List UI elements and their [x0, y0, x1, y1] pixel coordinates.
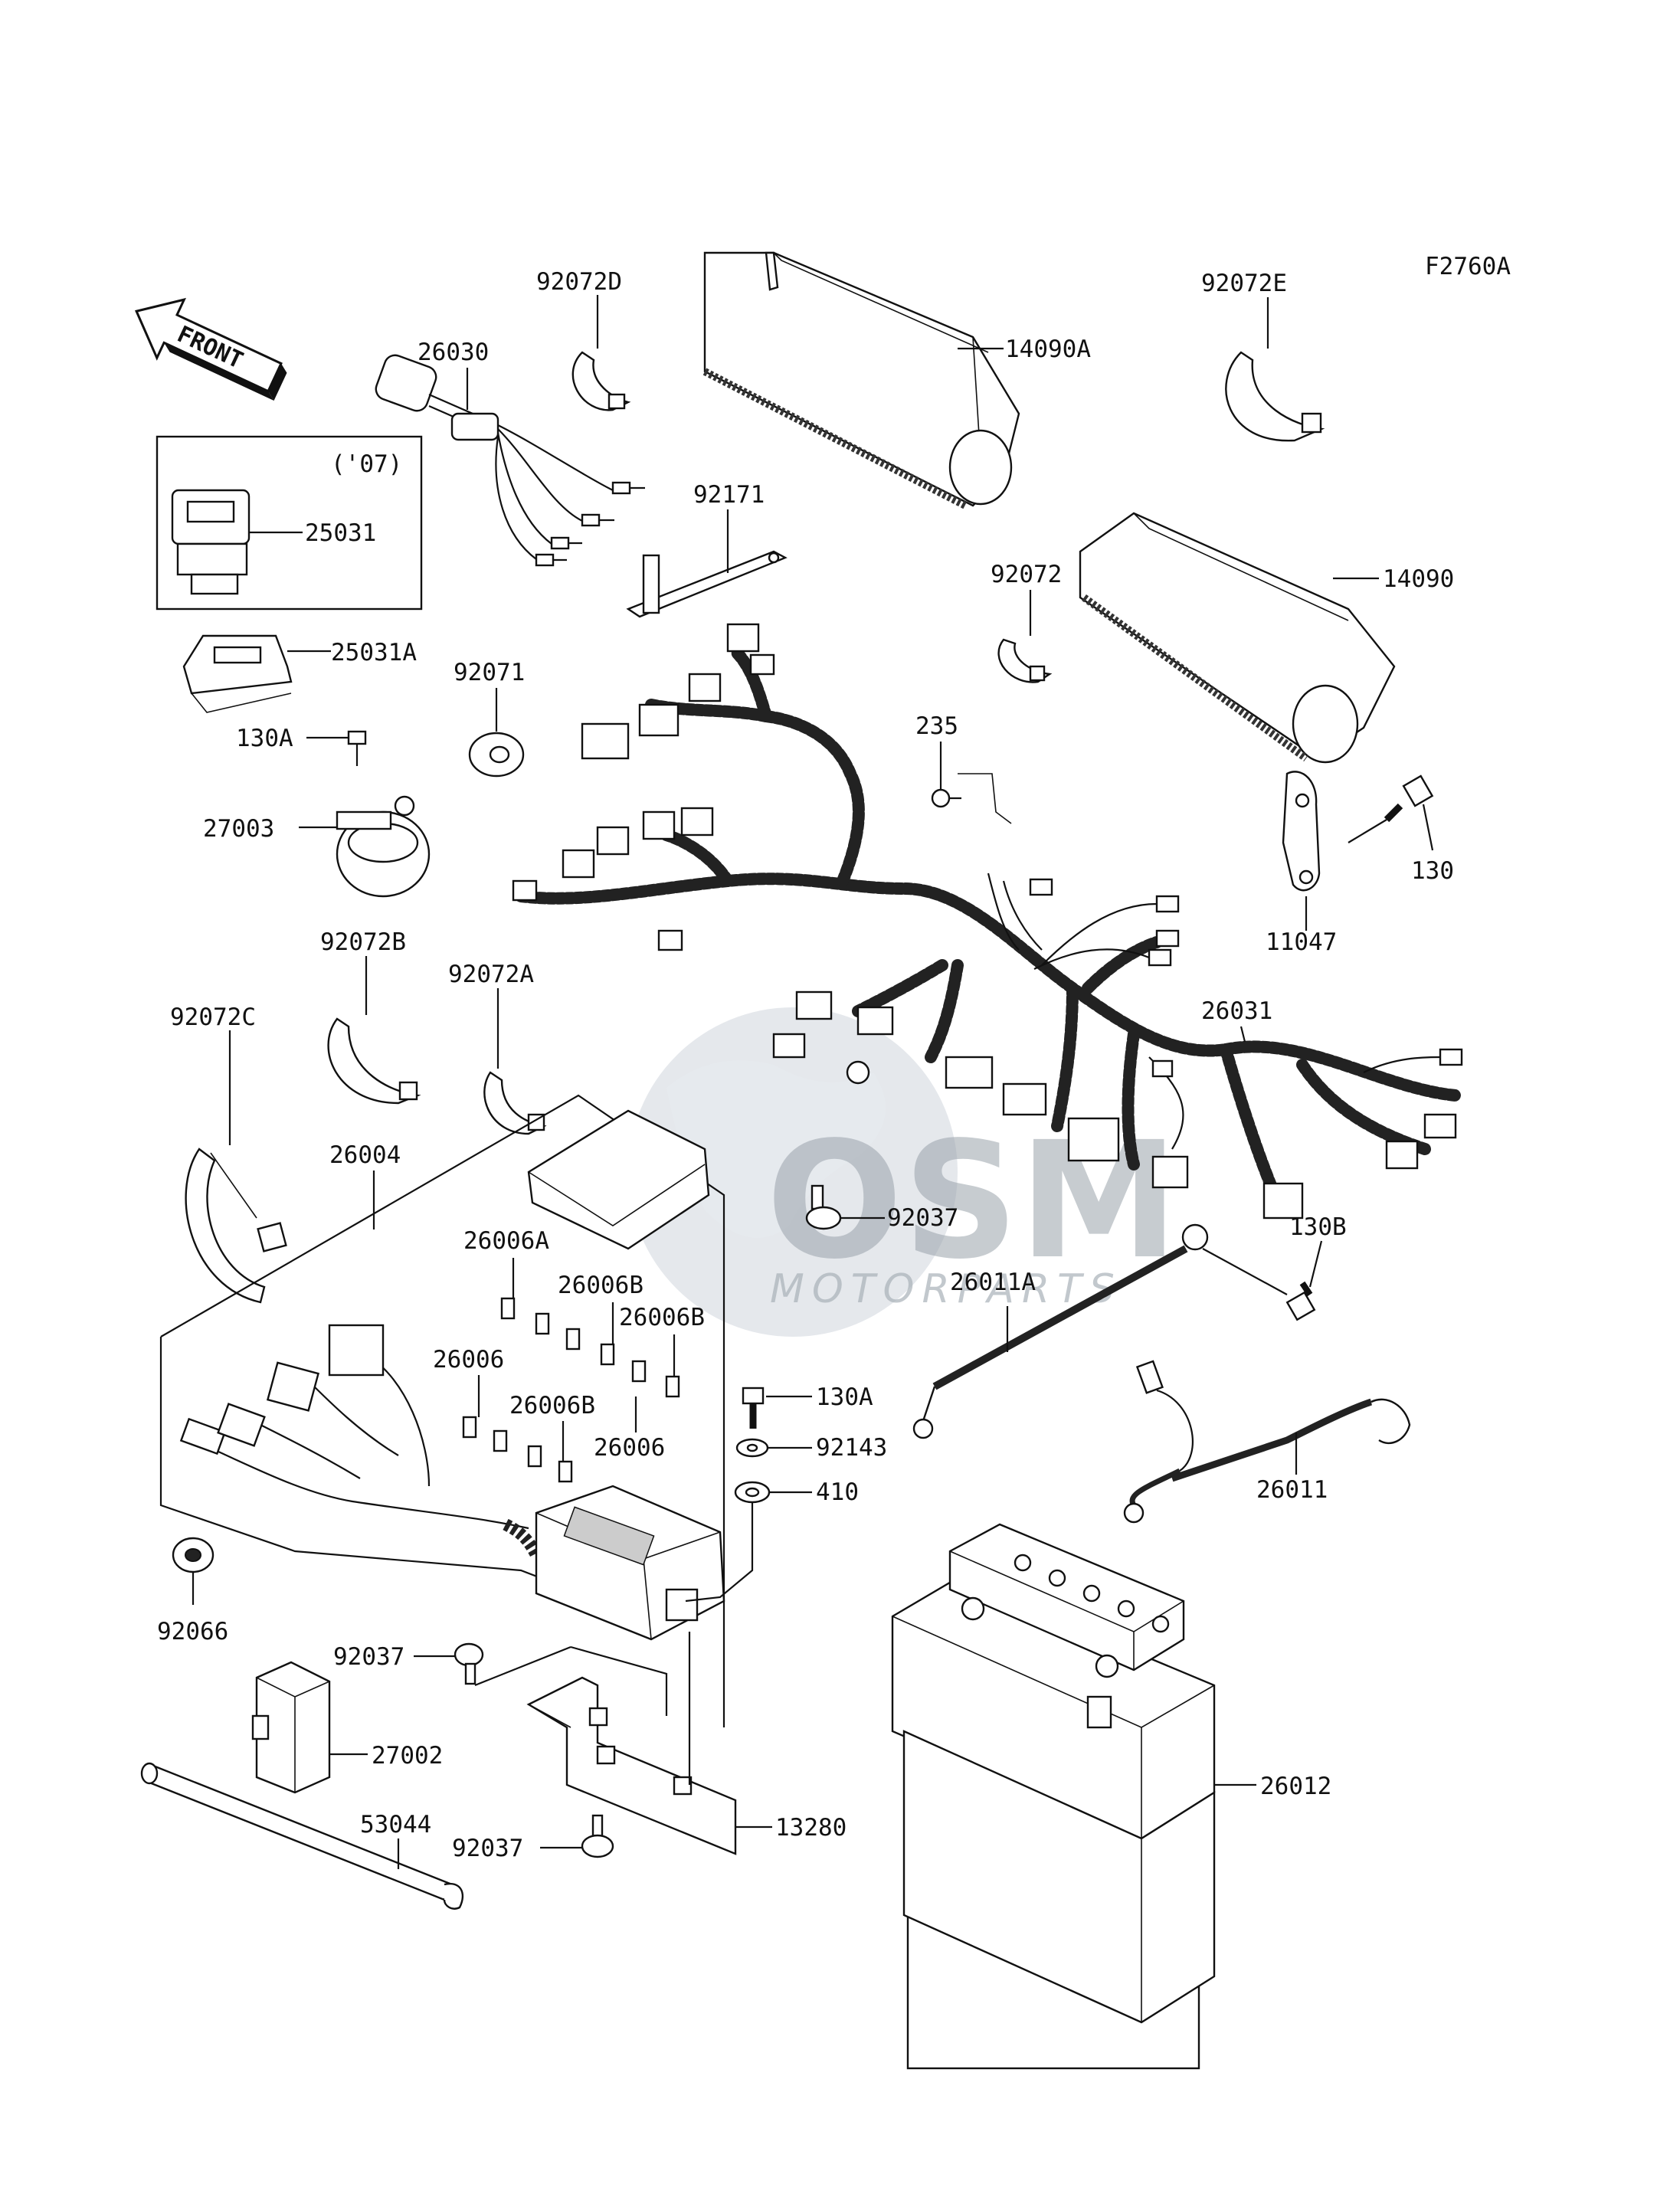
part-27002-relay — [251, 1661, 368, 1794]
label-130: 130 — [1411, 857, 1454, 885]
label-25031A: 25031A — [331, 639, 417, 666]
part-fuse-block — [535, 1485, 725, 1641]
part-130A-bolt-mid — [742, 1387, 812, 1429]
label-year07: ('07) — [331, 450, 402, 478]
part-92037-clip-top — [805, 1184, 885, 1230]
label-92171: 92171 — [693, 481, 765, 509]
part-53044-tube — [140, 1762, 464, 1910]
label-11047: 11047 — [1266, 928, 1337, 956]
label-92072D: 92072D — [536, 268, 622, 296]
watermark-sub: MOTORPARTS — [770, 1266, 1122, 1312]
watermark-logo: OSM MOTORPARTS — [628, 1007, 1179, 1337]
label-26006-2: 26006 — [594, 1434, 665, 1462]
label-92037-mid: 92037 — [333, 1643, 404, 1671]
part-25031A — [182, 634, 331, 713]
part-26012-battery — [891, 1523, 1256, 2070]
label-92037-top: 92037 — [887, 1204, 958, 1232]
figure-code: F2760A — [1425, 253, 1511, 280]
label-26006-1: 26006 — [433, 1346, 504, 1374]
label-26004: 26004 — [329, 1141, 401, 1169]
label-92072E: 92072E — [1201, 270, 1287, 297]
label-130B: 130B — [1289, 1213, 1347, 1241]
part-92171-bracket — [626, 509, 788, 618]
part-410-washer — [685, 1481, 812, 1603]
part-26011A-cable — [912, 1223, 1288, 1439]
label-92071: 92071 — [454, 659, 525, 686]
label-27002: 27002 — [372, 1742, 443, 1770]
part-92143-collar — [735, 1438, 812, 1458]
label-26031: 26031 — [1201, 997, 1272, 1025]
part-92072C-clamp — [185, 1030, 287, 1304]
part-92037-clip-mid — [414, 1642, 484, 1685]
label-25031: 25031 — [305, 519, 376, 547]
part-26030 — [375, 354, 645, 567]
part-92072B-clamp — [327, 956, 421, 1105]
label-27003: 27003 — [203, 815, 274, 843]
part-26004-sub-harness — [179, 1324, 542, 1558]
label-26006A: 26006A — [463, 1227, 549, 1255]
part-92072A-clamp — [483, 988, 547, 1135]
label-13280: 13280 — [775, 1814, 847, 1842]
part-11047-plate — [1282, 771, 1321, 931]
part-14090-cover — [1079, 512, 1396, 764]
label-26006B-2: 26006B — [619, 1304, 705, 1331]
year-07-box — [156, 435, 423, 611]
part-26031-main-harness — [512, 623, 1463, 1220]
label-235: 235 — [915, 712, 958, 740]
label-92072C: 92072C — [170, 1004, 256, 1031]
label-92072: 92072 — [991, 561, 1062, 588]
label-92143: 92143 — [816, 1434, 887, 1462]
part-130A-bolt-top — [306, 730, 367, 766]
part-92071-grommet — [468, 688, 525, 778]
part-235-screw — [931, 742, 1012, 824]
label-26011: 26011 — [1256, 1476, 1328, 1504]
part-130-bolt — [1348, 774, 1434, 851]
part-14090A-cover — [702, 251, 1020, 509]
label-14090: 14090 — [1383, 565, 1454, 593]
label-92072B: 92072B — [320, 928, 406, 956]
part-26011-cable — [1123, 1360, 1411, 1524]
label-53044: 53044 — [360, 1811, 431, 1838]
part-92037-clip-bot — [540, 1814, 614, 1858]
label-92072A: 92072A — [448, 961, 534, 988]
part-25031-hourmeter — [171, 489, 303, 595]
part-130B-bolt — [1285, 1240, 1323, 1321]
part-92072D-clamp — [571, 295, 631, 411]
part-27003-horn — [299, 795, 431, 898]
label-92037-bot: 92037 — [452, 1835, 523, 1862]
part-92072E-clamp — [1225, 297, 1325, 442]
label-14090A: 14090A — [1005, 336, 1091, 363]
part-13280-bracket — [474, 1632, 772, 1855]
label-410: 410 — [816, 1478, 859, 1506]
part-fusebox-cover — [527, 1109, 710, 1250]
front-arrow: FRONT — [135, 297, 287, 401]
label-26006B-3: 26006B — [509, 1392, 595, 1419]
part-92066-cap — [172, 1537, 215, 1605]
label-26012: 26012 — [1260, 1773, 1331, 1800]
label-92066: 92066 — [157, 1618, 228, 1645]
label-130A-top: 130A — [236, 725, 293, 752]
label-26006B-1: 26006B — [558, 1272, 644, 1299]
part-92072-clamp — [997, 590, 1053, 683]
label-26011A: 26011A — [950, 1269, 1036, 1296]
label-130A-mid: 130A — [816, 1383, 873, 1411]
label-26030: 26030 — [418, 339, 489, 366]
fuses-26006-set — [462, 1258, 680, 1483]
